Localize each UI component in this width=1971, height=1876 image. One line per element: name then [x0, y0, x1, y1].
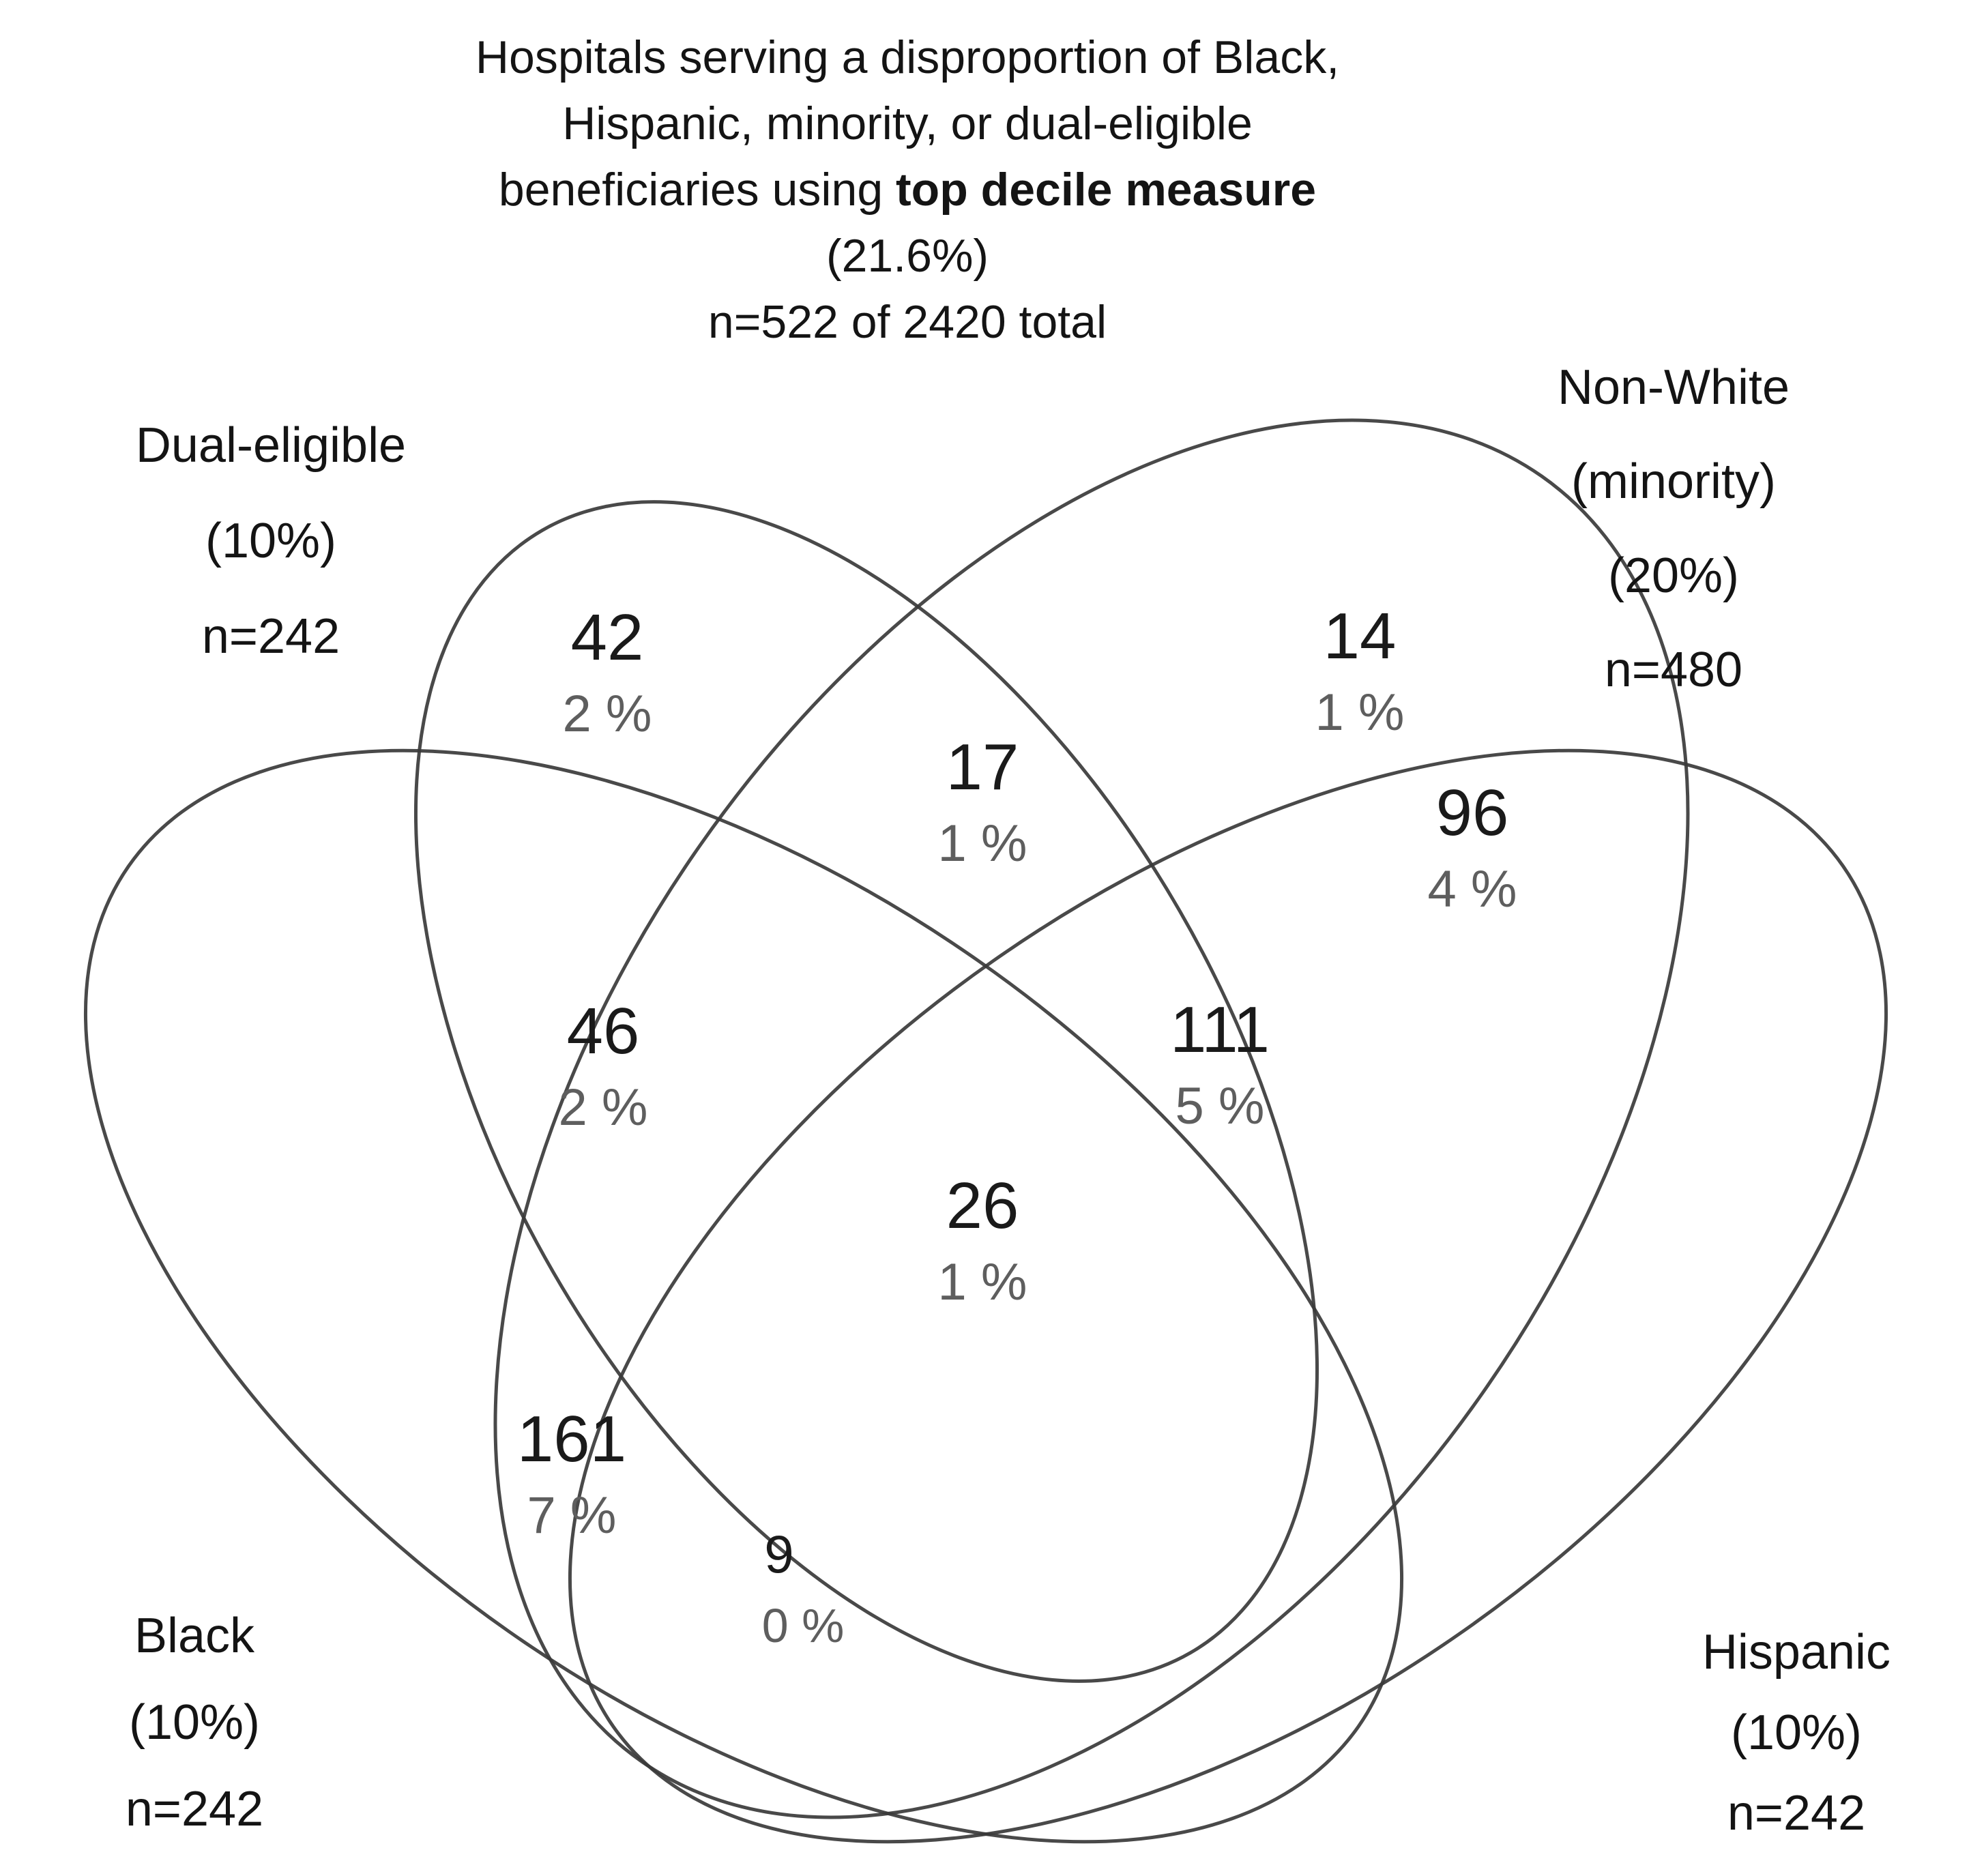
set-label-non-white: Non-White (minority) (20%) n=480	[1558, 340, 1790, 717]
black-set-ellipse	[83, 748, 1404, 1844]
set-label-dual-eligible: Dual-eligible (10%) n=242	[136, 398, 406, 684]
hispanic-percent: (10%)	[1730, 1705, 1863, 1760]
title-line-1: Hospitals serving a disproportion of Bla…	[475, 31, 1340, 83]
region-percent: 1 %	[937, 1253, 1027, 1311]
region-dual-nonwhite-hispanic: 111 5 %	[1170, 992, 1270, 1145]
region-black-dual-nonwhite: 46 2 %	[559, 993, 648, 1146]
region-black-nonwhite: 161 7 %	[517, 1401, 626, 1554]
region-nonwhite-only: 14 1 %	[1315, 598, 1405, 751]
region-count: 26	[946, 1169, 1019, 1242]
black-name: Black	[134, 1609, 255, 1663]
region-black-nonwhite-hispanic: 9 0 %	[714, 1520, 845, 1663]
union-percent: (21.6%)	[826, 230, 989, 282]
region-percent: 5 %	[1175, 1077, 1265, 1135]
dual-eligible-set-ellipse	[413, 500, 1319, 1683]
title-line-2: Hispanic, minority, or dual-eligible	[562, 98, 1253, 149]
dual-eligible-name: Dual-eligible	[135, 418, 407, 473]
region-count: 161	[516, 1403, 627, 1476]
region-count: 46	[566, 995, 640, 1068]
non-white-n: n=480	[1604, 643, 1743, 697]
region-percent: 1 %	[937, 815, 1027, 873]
region-count: 9	[764, 1524, 794, 1584]
region-percent: 2 %	[562, 685, 652, 743]
region-percent: 0 %	[761, 1599, 845, 1652]
hispanic-n: n=242	[1727, 1786, 1866, 1841]
region-count: 17	[946, 731, 1019, 804]
region-count: 96	[1435, 776, 1509, 849]
title-line-3: beneficiaries using top decile measure	[498, 164, 1317, 216]
region-percent: 2 %	[558, 1079, 648, 1137]
region-count: 111	[1170, 993, 1270, 1066]
figure-title: Hospitals serving a disproportion of Bla…	[476, 25, 1339, 355]
dual-eligible-percent: (10%)	[205, 514, 337, 568]
set-label-hispanic: Hispanic (10%) n=242	[1702, 1612, 1890, 1853]
region-nonwhite-hispanic: 96 4 %	[1428, 775, 1517, 928]
black-percent: (10%)	[128, 1695, 261, 1750]
region-percent: 4 %	[1427, 860, 1517, 918]
non-white-percent: (20%)	[1607, 548, 1740, 603]
region-percent: 7 %	[527, 1486, 617, 1544]
union-n: n=522 of 2420 total	[707, 296, 1107, 348]
set-label-black: Black (10%) n=242	[126, 1593, 263, 1853]
black-n: n=242	[125, 1782, 264, 1836]
dual-eligible-n: n=242	[201, 609, 340, 664]
non-white-sublabel: (minority)	[1571, 454, 1776, 509]
region-count: 42	[570, 601, 644, 674]
region-percent: 1 %	[1315, 684, 1405, 742]
non-white-name: Non-White	[1557, 360, 1790, 415]
hispanic-set-ellipse	[568, 748, 1888, 1844]
region-dual-only: 42 2 %	[563, 600, 652, 752]
hispanic-name: Hispanic	[1702, 1625, 1891, 1680]
region-count: 14	[1323, 600, 1397, 673]
region-dual-nonwhite: 17 1 %	[938, 729, 1027, 882]
title-bold-phrase: top decile measure	[896, 164, 1317, 216]
region-all-four: 26 1 %	[938, 1168, 1027, 1321]
